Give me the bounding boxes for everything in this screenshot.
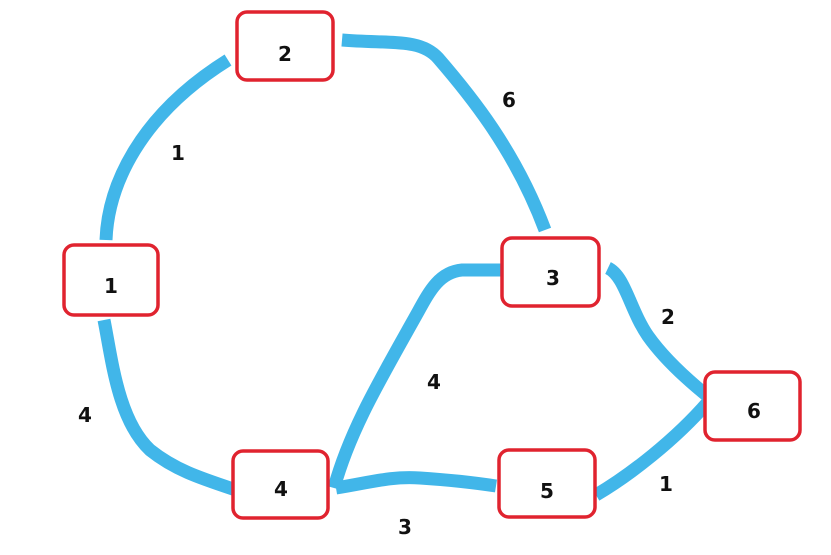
weight-4-5: 3 [398, 515, 412, 539]
weight-1-4: 4 [78, 403, 92, 427]
edge-5-6 [592, 397, 713, 501]
node-2-label: 2 [278, 42, 292, 66]
weight-3-6: 2 [661, 305, 675, 329]
weight-1-2: 1 [171, 141, 185, 165]
node-6-label: 6 [747, 399, 761, 423]
node-1[interactable]: 1 [62, 243, 160, 317]
edge-3-6 [604, 262, 715, 404]
node-6[interactable]: 6 [703, 370, 802, 442]
node-1-box [62, 243, 160, 317]
node-3-label: 3 [546, 266, 560, 290]
node-5-label: 5 [540, 479, 554, 503]
node-6-box [703, 370, 802, 442]
weight-2-3: 6 [502, 88, 516, 112]
edge-weights: 1 6 4 4 2 3 1 [78, 88, 675, 539]
edge-2-3 [341, 33, 552, 233]
weight-3-4: 4 [427, 370, 441, 394]
node-3[interactable]: 3 [500, 236, 601, 308]
edge-3-4 [327, 263, 502, 490]
edges [97, 33, 715, 501]
edge-4-5 [334, 471, 497, 495]
node-3-box [500, 236, 601, 308]
node-5-box [497, 448, 597, 519]
weight-5-6: 1 [659, 472, 673, 496]
node-5[interactable]: 5 [497, 448, 597, 519]
node-4-box [231, 449, 330, 520]
node-2[interactable]: 2 [235, 10, 335, 82]
nodes: 1 2 3 4 5 6 [62, 10, 802, 520]
edge-1-4 [97, 318, 239, 497]
node-4-label: 4 [274, 477, 288, 501]
node-2-box [235, 10, 335, 82]
node-4[interactable]: 4 [231, 449, 330, 520]
node-1-label: 1 [104, 274, 118, 298]
edge-1-2 [99, 54, 232, 241]
